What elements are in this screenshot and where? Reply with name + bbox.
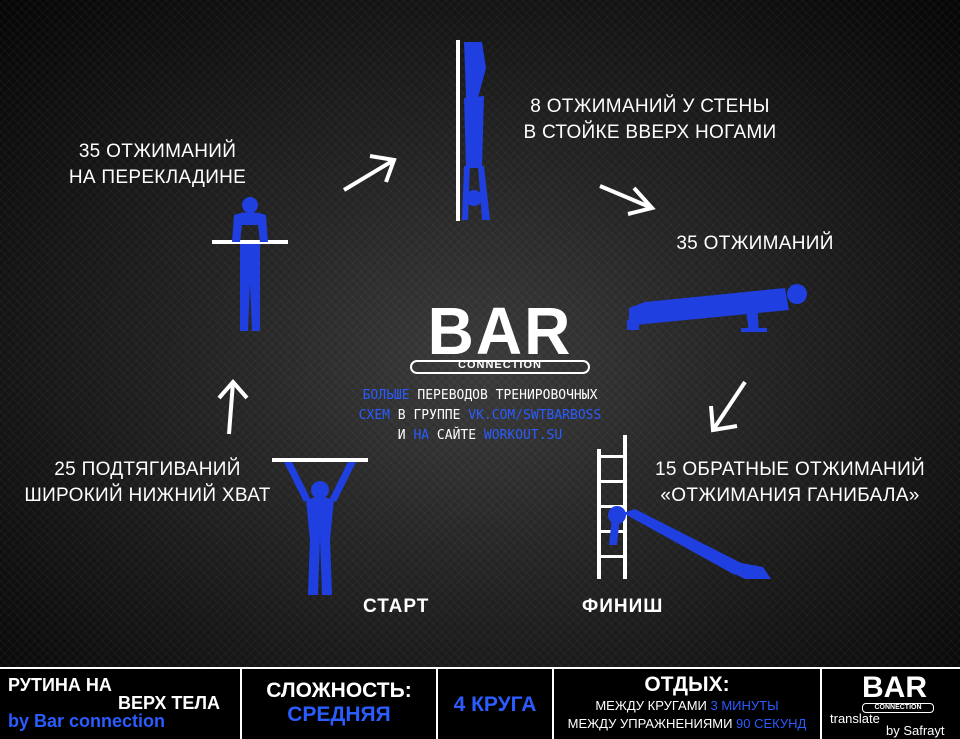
label-handstand: 8 ОТЖИМАНИЙ У СТЕНЫ В СТОЙКЕ ВВЕРХ НОГАМ… [523,96,777,143]
promo-line-1: БОЛЬШЕ ПЕРЕВОДОВ ТРЕНИРОВОЧНЫХ [362,388,598,403]
pullup-figure-icon [272,458,368,595]
footer-title-cell: РУТИНА НА ВЕРХ ТЕЛА by Bar connection [0,669,242,739]
label-reverse-pushups: 15 ОБРАТНЫЕ ОТЖИМАНИЙ «ОТЖИМАНИЯ ГАНИБАЛ… [655,459,925,506]
promo-line-2: СХЕМ В ГРУППЕ VK.COM/SWTBARBOSS [358,408,602,423]
bar-connection-logo: BAR CONNECTION [410,293,590,374]
logo-text-bar: BAR [427,293,573,369]
routine-by: by Bar connection [8,711,166,731]
routine-title-b: ВЕРХ ТЕЛА [118,693,220,713]
promo-text: БОЛЬШЕ ПЕРЕВОДОВ ТРЕНИРОВОЧНЫХ СХЕМ В ГР… [330,386,630,446]
rest-between-exercises: МЕЖДУ УПРАЖНЕНИЯМИ 90 СЕКУНД [567,716,807,731]
footer-rest-cell: ОТДЫХ: МЕЖДУ КРУГАМИ 3 МИНУТЫ МЕЖДУ УПРА… [554,669,822,739]
arrow-up-right-icon [342,154,397,192]
arrow-up-icon [217,378,249,435]
logo-text-connection: CONNECTION [458,359,542,371]
vk-link[interactable]: VK.COM/SWTBARBOSS [468,408,602,423]
site-link[interactable]: WORKOUT.SU [483,428,563,443]
arrow-down-right-icon [599,184,656,216]
by-safrayt-text: by Safrayt [886,723,945,738]
label-dips: 35 ОТЖИМАНИЙ НА ПЕРЕКЛАДИНЕ [68,141,247,188]
routine-title-a: РУТИНА НА [8,675,112,695]
footer-logo-bar: BAR [862,671,927,704]
start-label: СТАРТ [363,596,430,617]
label-pushups: 35 ОТЖИМАНИЙ [676,233,834,254]
rest-label: ОТДЫХ: [644,673,730,696]
pushup-figure-icon [627,284,807,332]
footer-difficulty-cell: СЛОЖНОСТЬ: СРЕДНЯЯ [242,669,438,739]
arrow-down-left-icon [709,380,747,433]
translate-text: translate [830,711,880,726]
handstand-figure-icon [456,40,490,221]
footer-logo-connection: CONNECTION [862,703,934,713]
logo-bar-shape: CONNECTION [410,359,590,374]
finish-label: ФИНИШ [582,596,664,617]
info-footer: РУТИНА НА ВЕРХ ТЕЛА by Bar connection СЛ… [0,667,960,739]
footer-rounds-cell: 4 КРУГА [438,669,554,739]
footer-logo-cell: BAR CONNECTION translate by Safrayt [822,669,960,739]
promo-line-3: И НА САЙТЕ WORKOUT.SU [397,428,563,443]
rest-between-rounds: МЕЖДУ КРУГАМИ 3 МИНУТЫ [595,698,779,713]
reverse-pushup-figure-icon [597,435,771,579]
bar-dip-figure-icon [212,197,288,331]
label-pullups: 25 ПОДТЯГИВАНИЙ ШИРОКИЙ НИЖНИЙ ХВАТ [24,459,271,506]
difficulty-value: СРЕДНЯЯ [287,703,391,726]
rounds-value: 4 КРУГА [453,693,537,716]
difficulty-label: СЛОЖНОСТЬ: [266,679,412,702]
workout-infographic: 25 ПОДТЯГИВАНИЙ ШИРОКИЙ НИЖНИЙ ХВАТ 35 О… [0,0,960,667]
